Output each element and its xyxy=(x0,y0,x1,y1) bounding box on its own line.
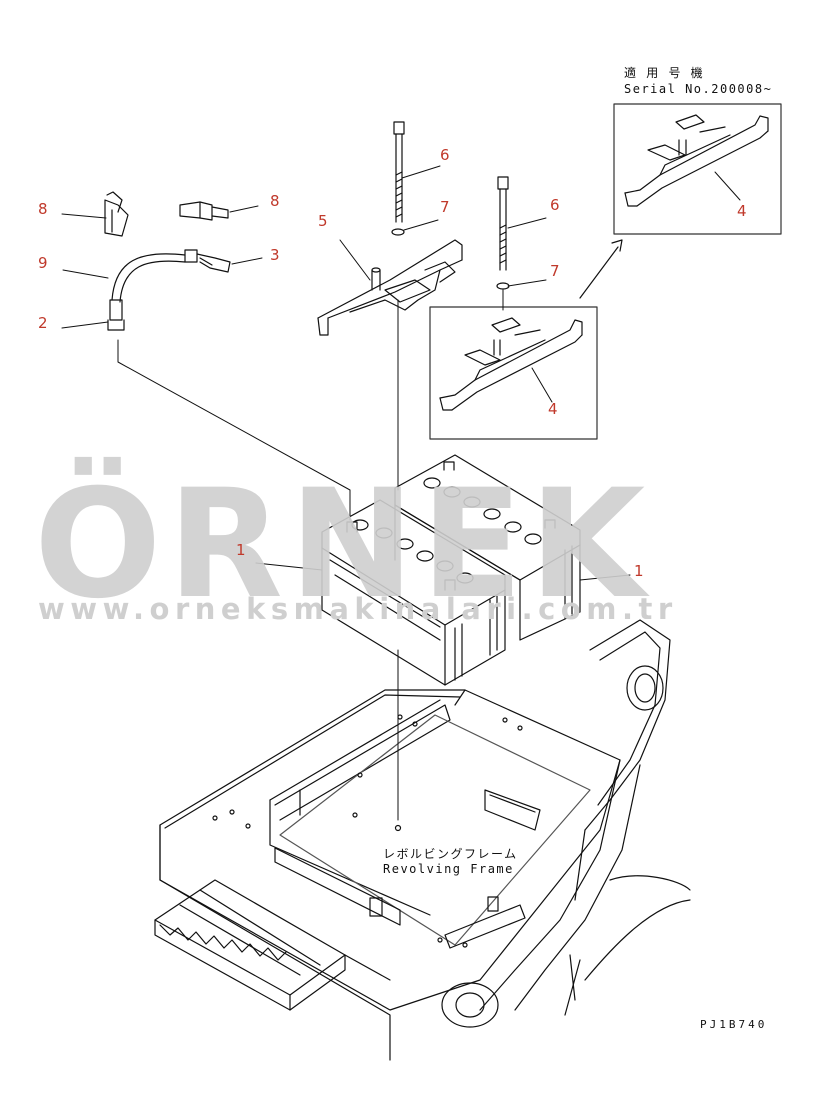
callout-6-right: 6 xyxy=(550,196,560,214)
callout-9: 9 xyxy=(38,254,48,272)
bracket-4-serial xyxy=(624,114,769,207)
battery-cable xyxy=(107,249,231,331)
callout-4-box: 4 xyxy=(548,400,558,418)
callout-1-left: 1 xyxy=(236,541,246,559)
detail-box-serial xyxy=(613,103,782,235)
terminal-cover-right xyxy=(179,201,229,221)
callout-8-left: 8 xyxy=(38,200,48,218)
callout-7-left: 7 xyxy=(440,198,450,216)
callout-8-right: 8 xyxy=(270,192,280,210)
callout-6-left: 6 xyxy=(440,146,450,164)
serial-note-en: Serial No.200008~ xyxy=(624,82,773,96)
leader-lines xyxy=(61,165,741,821)
terminal-cover-left xyxy=(104,191,129,237)
watermark-url: www.orneksmakinalari.com.tr xyxy=(38,592,678,626)
detail-box-bracket-4 xyxy=(429,306,598,440)
arrow-icon xyxy=(579,239,623,299)
callout-3: 3 xyxy=(270,246,280,264)
bolt-left xyxy=(391,121,405,236)
serial-note-jp: 適 用 号 機 xyxy=(624,66,705,80)
bolt-right xyxy=(496,176,510,290)
callout-4-serial: 4 xyxy=(737,202,747,220)
battery-front xyxy=(321,499,506,686)
watermark-brand: ÖRNEK xyxy=(34,458,652,632)
callout-2: 2 xyxy=(38,314,48,332)
callout-7-right: 7 xyxy=(550,262,560,280)
bracket-4 xyxy=(439,317,583,411)
bracket-5 xyxy=(317,239,463,336)
frame-label-jp: レボルビングフレーム xyxy=(383,847,518,861)
callout-5: 5 xyxy=(318,212,328,230)
revolving-frame-drawing xyxy=(154,619,691,1061)
frame-label-en: Revolving Frame xyxy=(383,862,514,876)
battery-rear xyxy=(394,454,581,641)
drawing-code: PJ1B740 xyxy=(700,1018,768,1031)
callout-1-right: 1 xyxy=(634,562,644,580)
